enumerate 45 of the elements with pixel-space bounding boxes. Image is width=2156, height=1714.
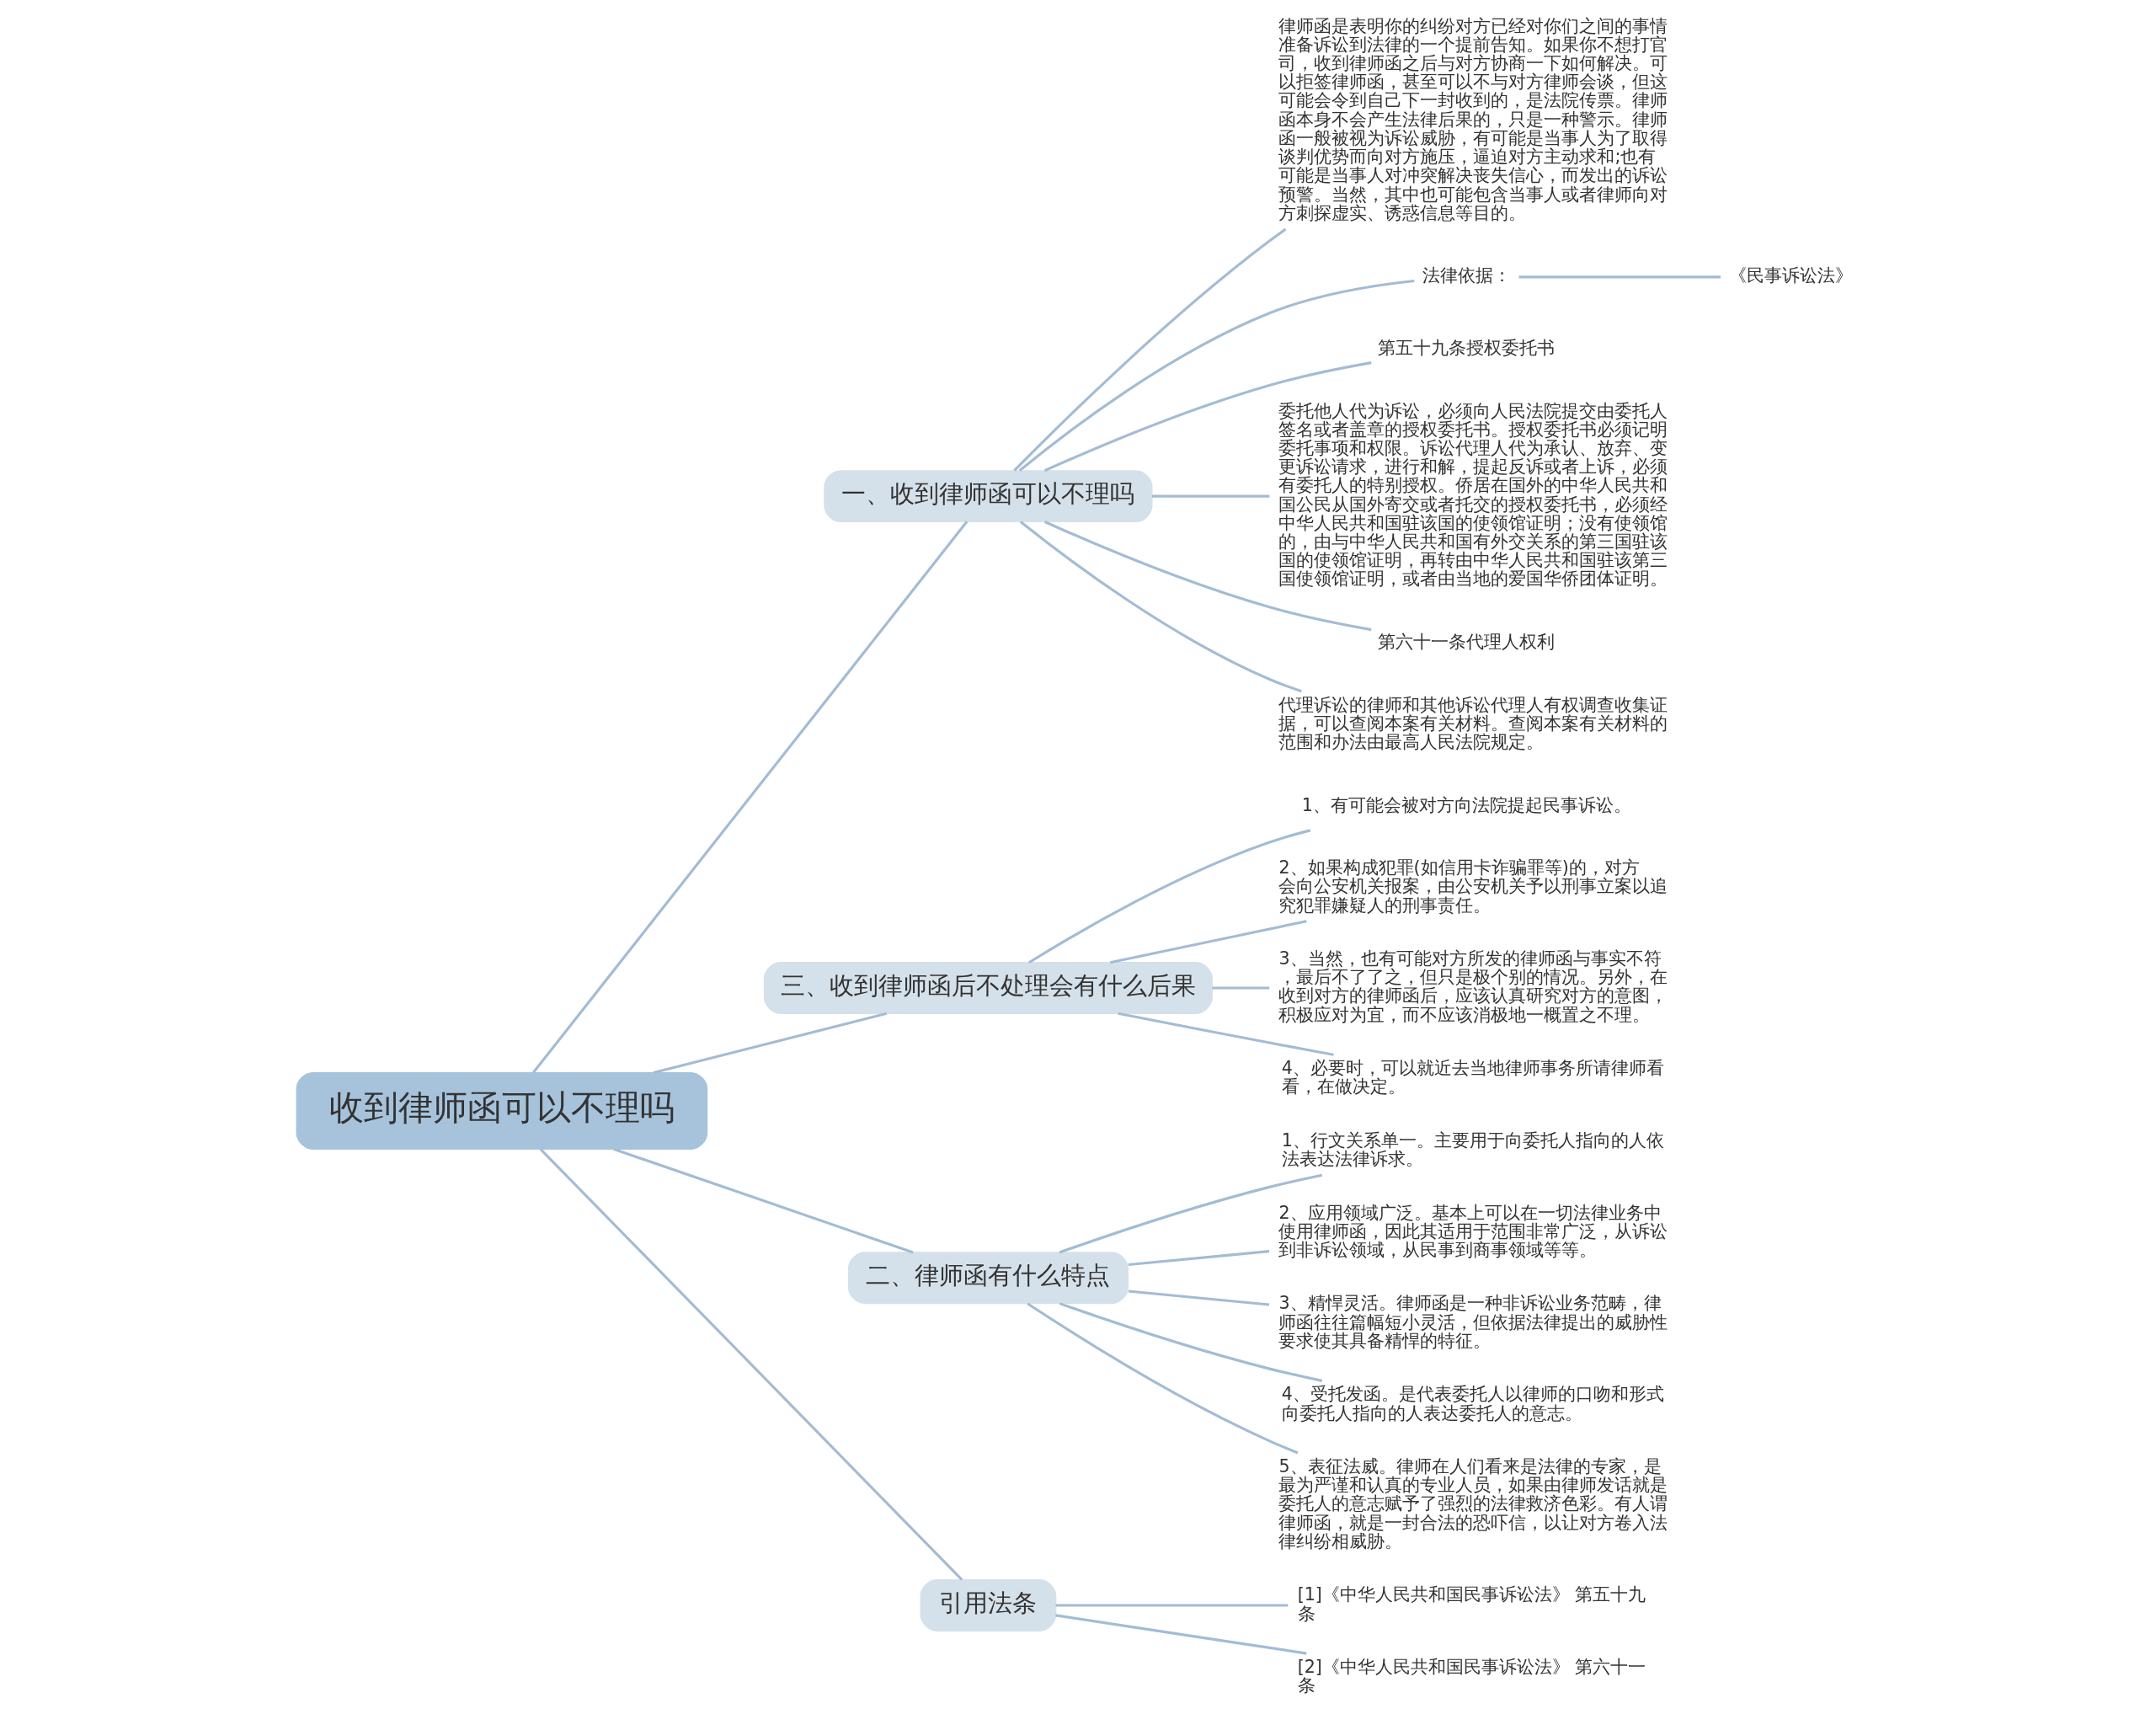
node-text: 律师函是表明你的纠纷对方已经对你们之间的事情准备诉讼到法律的一个提前告知。如果你不想打官司，收到律师函之后与对方协商一下如何解决。可以拒签律师函，甚至可以不与对方律师会谈，但这可能会令到自己下一封收到的，是法院传票。律师函本身不会产生法律后果的，只是一种警示。律师函一般被视为诉讼威胁，有可能是当事人为了取得谈判优势而向对方施压，逼迫对方主动求和;也有可能是当事人对冲突解决丧失信心，而发出的诉讼预警。当然，其中也可能包含当事人或者律师向对方刺探虚实、诱惑信息等目的。 (1278, 15, 1668, 223)
connector (531, 521, 968, 1074)
node-text: 4、必要时，可以就近去当地律师事务所请律师看看，在做决定。 (1281, 1058, 1664, 1097)
node-box: 收到律师函可以不理吗 (296, 1071, 707, 1150)
connector (1059, 1302, 1322, 1382)
node-box: 一、收到律师函可以不理吗 (823, 470, 1153, 523)
node-text: 3、精悍灵活。律师函是一种非诉讼业务范畴，律师函往往篇幅短小灵活，但依据法律提出的威胁性要求使其具备精悍的特征。 (1278, 1293, 1668, 1351)
node-text: 1、行文关系单一。主要用于向委托人指向的人依法表达法律诉求。 (1281, 1129, 1664, 1170)
connector (1054, 1614, 1306, 1655)
node-text: 代理诉讼的律师和其他诉讼代理人有权调查收集证据，可以查阅本案有关材料。查阅本案有关材料的范围和办法由最高人民法院规定。 (1278, 694, 1668, 753)
connector (1211, 986, 1269, 990)
connector (1128, 1250, 1269, 1267)
node-box: 三、收到律师函后不处理会有什么后果 (763, 962, 1213, 1014)
connector (539, 1148, 963, 1581)
node-text: [1]《中华人民共和国民事诉讼法》 第五十九条 (1297, 1584, 1646, 1624)
connector (612, 1147, 914, 1254)
node-text: 第六十一条代理人权利 (1377, 632, 1555, 653)
connector (1027, 829, 1310, 964)
node-box: 引用法条 (920, 1579, 1056, 1631)
node-text: 3、当然，也有可能对方所发的律师函与事实不符，最后不了了之，但只是极个别的情况。另外，在收到对方的律师函后，应该认真研究对方的意图，积极应对为宜，而不应该消极地一概置之不理。 (1278, 948, 1668, 1025)
node-text: 《民事诉讼法》 (1728, 265, 1853, 286)
connector (1518, 275, 1721, 279)
node-text: 1、有可能会被对方向法院提起民事诉讼。 (1301, 794, 1631, 815)
connector (1019, 521, 1302, 693)
node-text: 4、受托发函。是代表委托人以律师的口吻和形式向委托人指向的人表达委托人的意志。 (1281, 1384, 1664, 1423)
node-text: 2、如果构成犯罪(如信用卡诈骗罪等)的，对方会向公安机关报案，由公安机关予以刑事立案以追究犯罪嫌疑人的刑事责任。 (1278, 857, 1668, 916)
node-text: 法律依据： (1422, 265, 1511, 286)
connector (1012, 227, 1286, 472)
connector (1059, 1173, 1322, 1254)
connector (1128, 1290, 1269, 1306)
connector (1151, 494, 1269, 498)
connector (1117, 1012, 1334, 1056)
node-box: 二、律师函有什么特点 (847, 1252, 1129, 1305)
connector (653, 1012, 887, 1075)
connector (1043, 521, 1372, 632)
connector (1109, 920, 1307, 964)
node-text: [2]《中华人民共和国民事诉讼法》 第六十一条 (1297, 1656, 1646, 1696)
node-text: 5、表征法威。律师在人们看来是法律的专家，是最为严谨和认真的专业人员，如果由律师发话就是委托人的意志赋予了强烈的法律救济色彩。有人谓律师函，就是一封合法的恐吓信，以让对方卷入法律纠纷相威胁。 (1278, 1455, 1668, 1551)
connector (1018, 279, 1414, 473)
node-text: 第五十九条授权委托书 (1377, 337, 1555, 358)
node-text: 委托他人代为诉讼，必须向人民法院提交由委托人签名或者盖章的授权委托书。授权委托书必须记明委托事项和权限。诉讼代理人代为承认、放弃、变更诉讼请求，进行和解，提起反诉或者上诉，必须有委托人的特别授权。侨居在国外的中华人民共和国公民从国外寄交或者托交的授权委托书，必须经中华人民共和国驻该国的使领馆证明；没有使领馆的，由与中华人民共和国有外交关系的第三国驻该国的使领馆证明，再转由中华人民共和国驻该第三国使领馆证明，或者由当地的爱国华侨团体证明。 (1278, 400, 1668, 590)
node-text: 2、应用领域广泛。基本上可以在一切法律业务中使用律师函，因此其适用于范围非常广泛，从诉讼到非诉讼领域，从民事到商事领域等等。 (1278, 1202, 1668, 1260)
connector (1055, 1604, 1288, 1607)
connector (1043, 361, 1372, 473)
connector (1026, 1302, 1298, 1455)
